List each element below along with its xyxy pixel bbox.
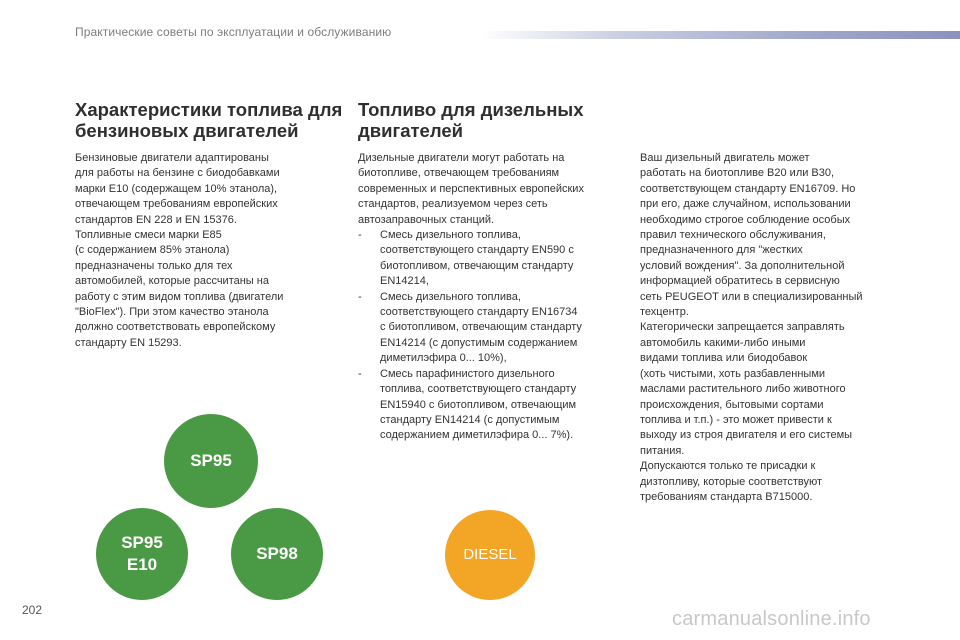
- middle-intro: Дизельные двигатели могут работать на био…: [358, 151, 633, 228]
- text-line: "BioFlex"). При этом качество этанола: [75, 306, 269, 319]
- middle-heading: Топливо для дизельных двигателей: [358, 99, 628, 141]
- text-line: соответствующего стандарту EN16734: [380, 306, 578, 319]
- text-line: для работы на бензине с биодобавками: [75, 167, 280, 180]
- text-line: Ваш дизельный двигатель может: [640, 152, 810, 164]
- text-line: условий вождения". За дополнительной: [640, 259, 845, 272]
- text-line: современных и перспективных европейских: [358, 182, 584, 195]
- sp95-e10-label-line1: SP95: [121, 533, 163, 553]
- text-line: при его, даже случайном, использовании: [640, 198, 851, 211]
- text-line: видами топлива или биодобавок: [640, 352, 808, 365]
- text-line: Топливные смеси марки E85: [75, 229, 222, 242]
- list-dash: -: [358, 367, 362, 380]
- text-line: EN14214,: [380, 275, 429, 288]
- page-number: 202: [22, 603, 43, 617]
- text-line: топлива и т.п.) - это может привести к: [640, 413, 832, 426]
- text-line: стандартов, реализуемом через сеть: [358, 198, 548, 211]
- text-line: содержанием диметилэфира 0... 7%).: [380, 429, 574, 442]
- text-line: марки E10 (содержащем 10% этанола),: [75, 182, 278, 195]
- text-line: (с содержанием 85% этанола): [75, 244, 230, 257]
- text-line: Дизельные двигатели могут работать на: [358, 152, 565, 164]
- watermark: carmanualsonline.info: [672, 608, 871, 630]
- text-line: стандартов EN 228 и EN 15376.: [75, 213, 237, 226]
- text-line: работать на биотопливе B20 или B30,: [640, 167, 835, 180]
- middle-body-text: Дизельные двигатели могут работать на био…: [358, 151, 633, 444]
- text-line: сеть PEUGEOT или в специализированный: [640, 290, 863, 303]
- text-line: выходу из строя двигателя и его системы: [640, 429, 853, 442]
- header-title: Практические советы по эксплуатации и об…: [75, 25, 392, 39]
- text-line: маслами растительного либо животного: [640, 383, 846, 396]
- list-item: - Смесь дизельного топлива, соответствующе…: [358, 228, 633, 290]
- diesel-label: DIESEL: [463, 546, 517, 564]
- text-line: информацией обратитесь в сервисную: [640, 275, 840, 288]
- text-line: с биотопливом, отвечающим стандарту: [380, 321, 582, 334]
- text-line: EN14214 (с допустимым содержанием: [380, 336, 578, 349]
- text-line: предназначены только для тех: [75, 259, 233, 272]
- text-line: биотопливом, отвечающим стандарту: [380, 259, 574, 272]
- text-line: Категорически запрещается заправлять: [640, 321, 845, 334]
- left-heading: Характеристики топлива для бензиновых дв…: [75, 99, 345, 141]
- right-body-text: Ваш дизельный двигатель может работать на…: [640, 151, 920, 505]
- list-dash: -: [358, 290, 362, 303]
- text-line: Смесь дизельного топлива,: [380, 290, 521, 303]
- fuel-blend-list: - Смесь дизельного топлива, соответствующе…: [358, 228, 633, 444]
- text-line: стандарту EN 15293.: [75, 336, 182, 349]
- text-line: работу с этим видом топлива (двигатели: [75, 290, 284, 303]
- text-line: (хоть чистыми, хоть разбавленными: [640, 367, 826, 380]
- text-line: стандарту EN14214 (с допустимым: [380, 413, 560, 426]
- sp95-e10-fuel-badge: SP95 E10: [96, 508, 188, 600]
- list-item: - Смесь парафинистого дизельного топлива, …: [358, 367, 633, 444]
- text-line: отвечающем требованиям европейских: [75, 198, 278, 211]
- sp95-fuel-badge: SP95: [164, 414, 258, 508]
- text-line: биотопливе, отвечающем требованиям: [358, 167, 560, 180]
- text-line: автозаправочных станций.: [358, 213, 495, 226]
- text-line: диметилэфира 0... 10%),: [380, 352, 507, 365]
- diesel-fuel-badge: DIESEL: [445, 510, 535, 600]
- text-line: соответствующего стандарту EN590 с: [380, 244, 574, 257]
- sp95-label: SP95: [190, 451, 232, 471]
- text-line: автомобиль какими-либо иными: [640, 336, 806, 349]
- left-heading-line1: Характеристики топлива для: [75, 99, 343, 120]
- sp98-label: SP98: [256, 544, 298, 564]
- text-line: Смесь парафинистого дизельного: [380, 367, 555, 380]
- header-decorative-bar: [480, 31, 960, 39]
- list-item: - Смесь дизельного топлива, соответствующе…: [358, 290, 633, 367]
- text-line: требованиям стандарта B715000.: [640, 490, 813, 503]
- text-line: автомобилей, которые рассчитаны на: [75, 275, 269, 288]
- middle-heading-line1: Топливо для дизельных: [358, 99, 584, 120]
- text-line: дизтопливу, которые соответствуют: [640, 475, 823, 488]
- text-line: необходимо строгое соблюдение особых: [640, 213, 851, 226]
- list-dash: -: [358, 229, 362, 242]
- text-line: EN15940 с биотопливом, отвечающим: [380, 398, 577, 411]
- text-line: Смесь дизельного топлива,: [380, 229, 521, 242]
- middle-heading-line2: двигателей: [358, 120, 464, 141]
- text-line: происхождения, бытовыми сортами: [640, 398, 824, 411]
- text-line: соответствующем стандарту EN16709. Но: [640, 182, 856, 195]
- sp98-fuel-badge: SP98: [231, 508, 323, 600]
- sp95-e10-label-line2: E10: [126, 555, 158, 574]
- text-line: Бензиновые двигатели адаптированы: [75, 152, 269, 164]
- left-body-text: Бензиновые двигатели адаптированы для раб…: [75, 151, 345, 351]
- text-line: Допускаются только те присадки к: [640, 460, 816, 473]
- text-line: питания.: [640, 444, 685, 457]
- text-line: топлива, соответствующего стандарту: [380, 383, 577, 396]
- text-line: правил технического обслуживания,: [640, 229, 826, 242]
- text-line: должно соответствовать европейскому: [75, 321, 276, 334]
- left-heading-line2: бензиновых двигателей: [75, 120, 299, 141]
- text-line: предназначенного для "жестких: [640, 244, 803, 257]
- text-line: техцентр.: [640, 306, 689, 319]
